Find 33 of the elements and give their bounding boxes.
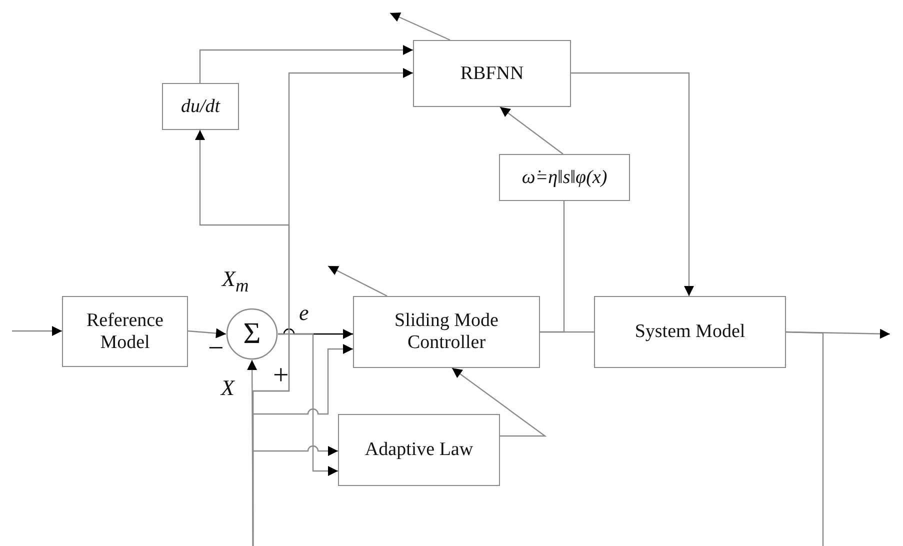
arrow [252, 445, 338, 546]
block-label: RBFNN [460, 62, 524, 84]
block-label: System Model [634, 321, 746, 343]
sign-label: + [273, 360, 289, 392]
arrow [199, 45, 413, 83]
arrow [278, 333, 338, 476]
signal-label: e [299, 300, 309, 326]
arrow [12, 326, 62, 336]
arrow [188, 328, 226, 338]
block-label: du/dt [180, 96, 220, 118]
process-box [413, 40, 571, 107]
block-label: Adaptive Law [364, 439, 474, 461]
adjustment-arrow [328, 265, 388, 297]
arrow [452, 368, 547, 437]
process-box [353, 296, 540, 368]
sum-symbol: Σ [243, 316, 261, 352]
arrow [571, 72, 694, 296]
block-label: Sliding Mode Controller [394, 310, 500, 354]
process-box [62, 296, 188, 367]
adjustment-arrow [390, 12, 450, 41]
formula-box [499, 154, 630, 201]
connector-line [540, 201, 565, 333]
connector-line [786, 331, 824, 546]
block-label: Reference Model [86, 310, 164, 354]
arrow [500, 106, 564, 154]
block-label: ω̇=η‖s‖φ(x) [522, 166, 608, 188]
process-box [594, 296, 786, 368]
signal-label: X$_{m}$ [222, 266, 249, 296]
process-box [162, 83, 239, 130]
process-box [338, 414, 500, 486]
signal-label: X [221, 375, 234, 401]
sign-label: − [208, 333, 224, 365]
summing-junction [226, 308, 278, 360]
